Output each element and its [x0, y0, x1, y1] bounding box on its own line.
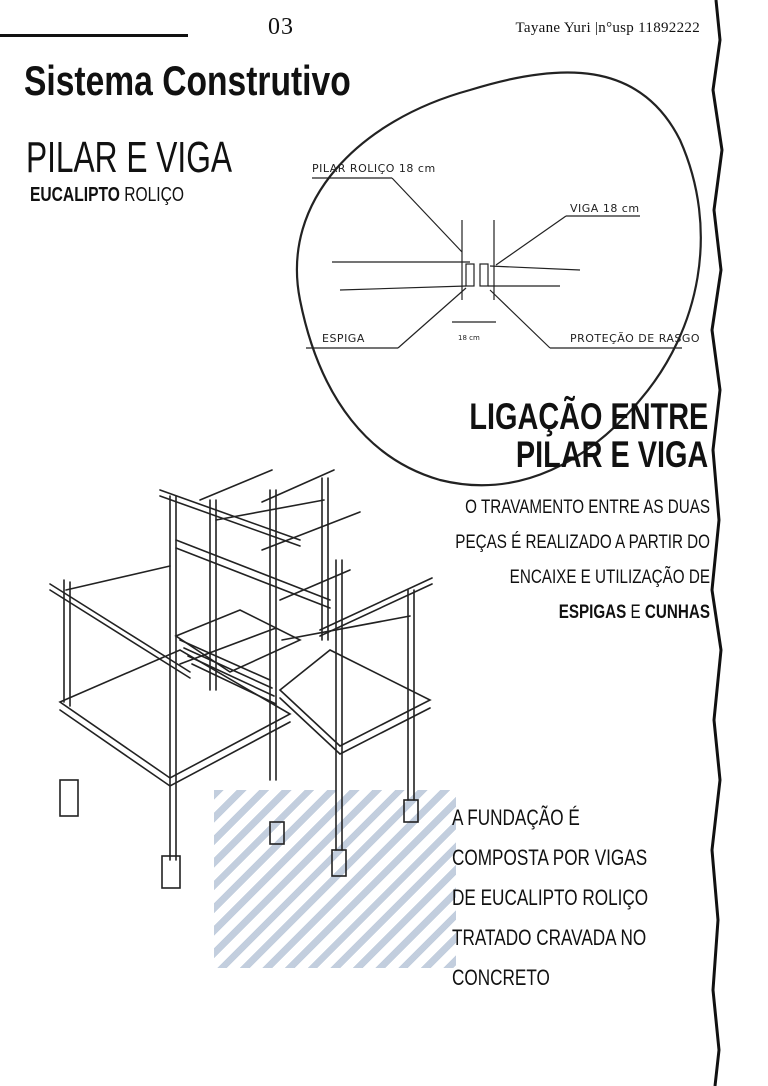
- page-title: Sistema Construtivo: [24, 57, 351, 104]
- connection-title-line1: LIGAÇÃO ENTRE: [469, 396, 708, 437]
- connection-desc-bold1: ESPIGAS: [558, 601, 627, 623]
- material-label: EUCALIPTO ROLIÇO: [30, 185, 184, 205]
- system-subtitle: PILAR E VIGA: [26, 133, 232, 182]
- connection-description: O TRAVAMENTO ENTRE AS DUAS PEÇAS É REALI…: [382, 490, 710, 630]
- foundation-line: A FUNDAÇÃO É: [452, 805, 580, 830]
- label-pillar: PILAR ROLIÇO 18 cm: [312, 162, 436, 175]
- connection-title: LIGAÇÃO ENTRE PILAR E VIGA: [469, 398, 708, 473]
- connection-desc-line1: O TRAVAMENTO ENTRE AS DUAS: [465, 496, 710, 518]
- foundation-hatch: [214, 790, 456, 968]
- detail-sketch: PILAR ROLIÇO 18 cm VIGA 18 cm ESPIGA PRO…: [306, 162, 700, 349]
- header-rule: [0, 34, 188, 37]
- connection-desc-bold2: CUNHAS: [644, 601, 710, 623]
- label-dimension: 18 cm: [458, 334, 480, 342]
- connection-desc-join: E: [630, 601, 641, 623]
- page-number: 03: [268, 14, 294, 40]
- label-protection: PROTEÇÃO DE RASGO: [570, 332, 700, 345]
- material-bold: EUCALIPTO: [30, 184, 120, 206]
- foundation-line: TRATADO CRAVADA NO: [452, 925, 647, 950]
- connection-desc-line2: PEÇAS É REALIZADO A PARTIR DO: [455, 531, 710, 553]
- connection-title-line2: PILAR E VIGA: [515, 433, 708, 475]
- connection-desc-line4: ESPIGAS E CUNHAS: [382, 595, 710, 630]
- connection-desc-line3: ENCAIXE E UTILIZAÇÃO DE: [509, 566, 710, 588]
- material-rest: ROLIÇO: [124, 184, 185, 206]
- label-tenon: ESPIGA: [322, 332, 365, 345]
- detail-bubble-outline: [295, 71, 702, 487]
- torn-edge: [710, 0, 724, 1086]
- author-credit: Tayane Yuri |n°usp 11892222: [515, 20, 700, 36]
- label-beam: VIGA 18 cm: [570, 202, 640, 215]
- foundation-note: A FUNDAÇÃO É COMPOSTA POR VIGAS DE EUCAL…: [452, 798, 648, 998]
- structure-sketch: [49, 469, 433, 889]
- foundation-line: CONCRETO: [452, 965, 550, 990]
- foundation-line: COMPOSTA POR VIGAS: [452, 845, 648, 870]
- foundation-line: DE EUCALIPTO ROLIÇO: [452, 885, 649, 910]
